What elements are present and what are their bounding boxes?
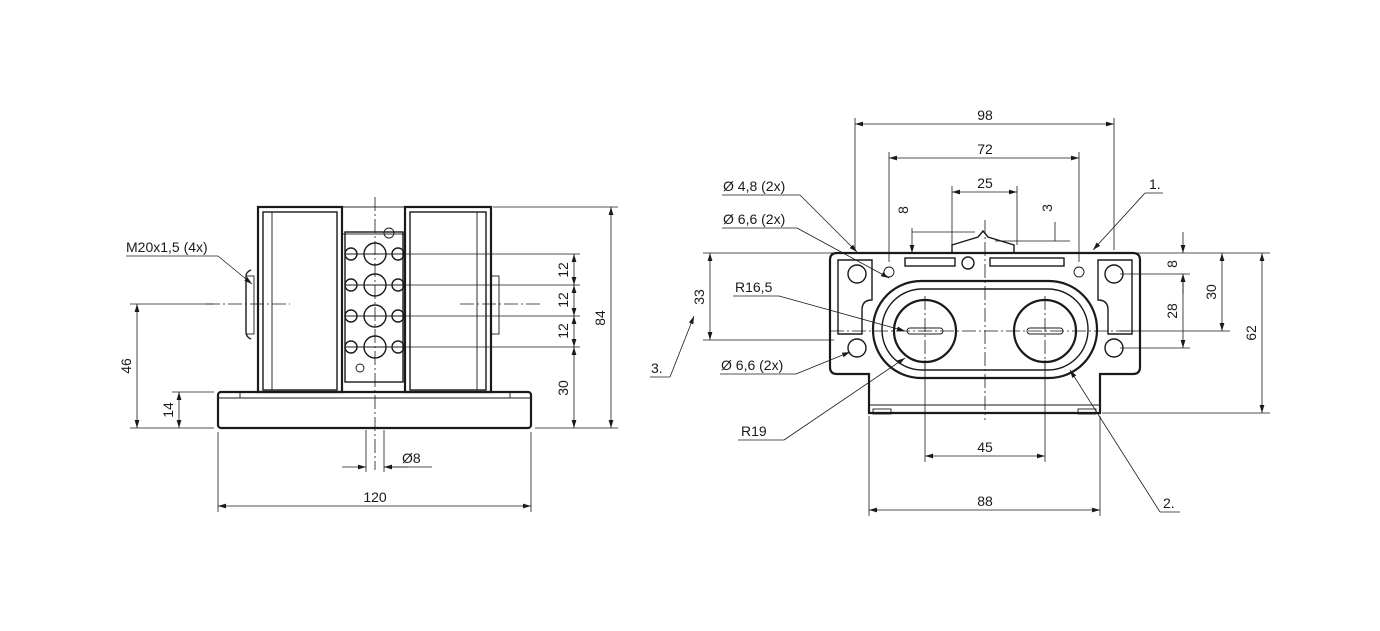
svg-text:2.: 2. bbox=[1163, 495, 1175, 511]
hole-top-left bbox=[847, 264, 867, 284]
svg-text:3: 3 bbox=[1039, 204, 1055, 212]
label-radius-large: R19 bbox=[738, 357, 906, 441]
svg-text:120: 120 bbox=[363, 489, 387, 505]
svg-text:88: 88 bbox=[977, 493, 993, 509]
svg-text:Ø 6,6 (2x): Ø 6,6 (2x) bbox=[723, 211, 785, 227]
dim-120: 120 bbox=[217, 432, 532, 512]
top-cap bbox=[951, 229, 1015, 253]
dim-3-top: 3 bbox=[995, 204, 1070, 242]
svg-text:28: 28 bbox=[1164, 303, 1180, 319]
svg-text:3.: 3. bbox=[651, 360, 663, 376]
hole-small-left bbox=[883, 266, 895, 278]
svg-text:30: 30 bbox=[1203, 284, 1219, 300]
dim-88: 88 bbox=[868, 416, 1101, 516]
label-hole-large-bottom: Ø 6,6 (2x) bbox=[720, 351, 851, 375]
dim-46: 46 bbox=[118, 303, 214, 429]
svg-text:12: 12 bbox=[555, 292, 571, 308]
cable-gland-right bbox=[490, 275, 500, 335]
housing-outline bbox=[828, 251, 1142, 415]
dim-14: 14 bbox=[160, 391, 214, 428]
dim-72: 72 bbox=[888, 141, 1080, 262]
svg-text:Ø8: Ø8 bbox=[402, 450, 421, 466]
svg-text:12: 12 bbox=[555, 262, 571, 278]
dim-pin-diameter: Ø8 bbox=[342, 430, 432, 472]
svg-text:25: 25 bbox=[977, 175, 993, 191]
callout-1: 1. bbox=[1092, 176, 1163, 251]
svg-text:30: 30 bbox=[555, 380, 571, 396]
label-hole-large-top: Ø 6,6 (2x) bbox=[722, 211, 890, 279]
svg-text:Ø 4,8 (2x): Ø 4,8 (2x) bbox=[723, 178, 785, 194]
top-view: 98 72 25 8 3 bbox=[650, 107, 1270, 516]
label-radius-small: R16,5 bbox=[733, 279, 906, 332]
cable-gland-left bbox=[245, 275, 255, 335]
side-view: 120 Ø8 84 12 12 bbox=[118, 197, 618, 512]
svg-text:R19: R19 bbox=[741, 423, 767, 439]
svg-text:84: 84 bbox=[592, 310, 608, 326]
ear-left bbox=[837, 259, 873, 335]
svg-text:R16,5: R16,5 bbox=[735, 279, 773, 295]
svg-text:M20x1,5 (4x): M20x1,5 (4x) bbox=[126, 239, 208, 255]
callout-2: 2. bbox=[1069, 369, 1180, 513]
svg-text:8: 8 bbox=[895, 206, 911, 214]
thread-callout: M20x1,5 (4x) bbox=[126, 239, 253, 285]
ear-right bbox=[1097, 259, 1133, 335]
dim-8-top: 8 bbox=[895, 206, 975, 253]
svg-text:8: 8 bbox=[1164, 260, 1180, 268]
dim-45: 45 bbox=[924, 360, 1046, 462]
svg-text:Ø 6,6 (2x): Ø 6,6 (2x) bbox=[721, 357, 783, 373]
svg-text:1.: 1. bbox=[1149, 176, 1161, 192]
hole-small-right bbox=[1073, 266, 1085, 278]
dim-right-stack: 8 28 30 62 bbox=[1102, 232, 1270, 414]
dim-terminal-spacing: 12 12 12 30 bbox=[405, 253, 580, 428]
svg-text:12: 12 bbox=[555, 323, 571, 339]
right-housing bbox=[403, 205, 500, 394]
dim-25: 25 bbox=[951, 175, 1018, 245]
svg-text:62: 62 bbox=[1243, 325, 1259, 341]
callout-3: 3. bbox=[650, 315, 695, 378]
slot-right bbox=[989, 257, 1065, 267]
svg-text:45: 45 bbox=[977, 439, 993, 455]
dim-84: 84 bbox=[493, 206, 618, 429]
base-plate bbox=[216, 390, 533, 430]
slot-left bbox=[904, 257, 956, 267]
left-housing bbox=[245, 205, 344, 394]
svg-text:33: 33 bbox=[691, 289, 707, 305]
hole-bottom-left bbox=[847, 338, 867, 358]
terminal-block bbox=[341, 206, 406, 383]
label-hole-small: Ø 4,8 (2x) bbox=[722, 178, 858, 253]
svg-text:46: 46 bbox=[118, 358, 134, 374]
svg-text:72: 72 bbox=[977, 141, 993, 157]
dim-33: 33 bbox=[691, 252, 834, 341]
dim-98: 98 bbox=[854, 107, 1115, 250]
svg-text:14: 14 bbox=[160, 402, 176, 418]
svg-text:98: 98 bbox=[977, 107, 993, 123]
